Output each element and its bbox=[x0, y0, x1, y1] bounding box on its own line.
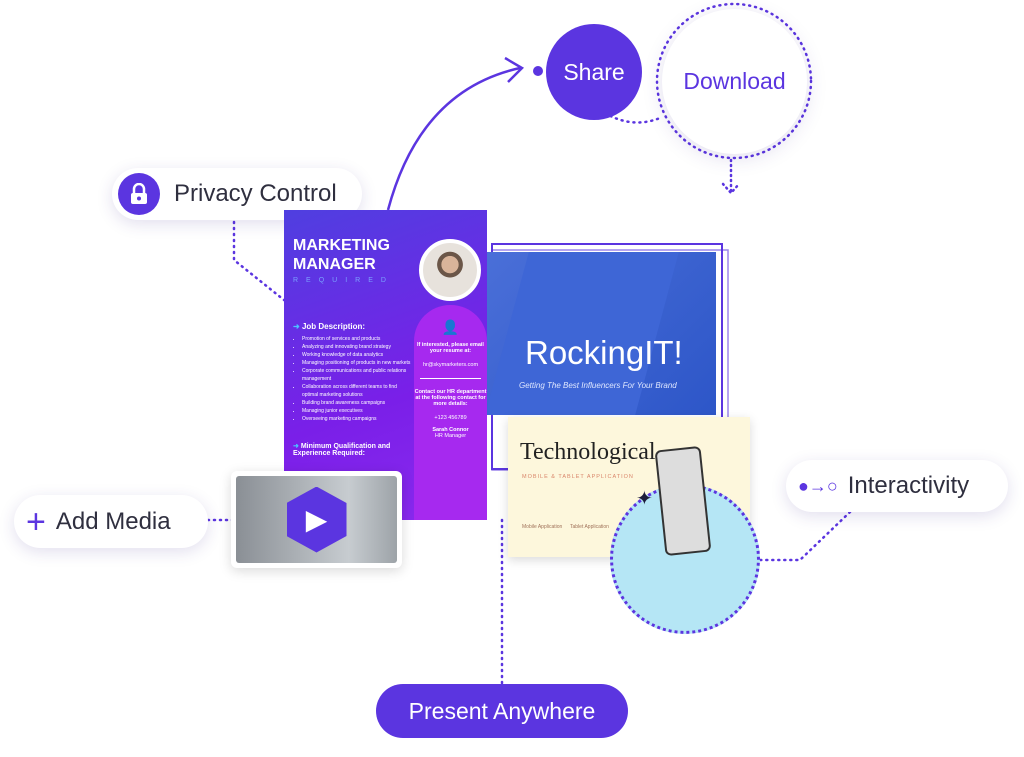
privacy-label: Privacy Control bbox=[174, 180, 337, 207]
present-label: Present Anywhere bbox=[408, 697, 596, 724]
video-thumbnail[interactable]: ▶ bbox=[231, 471, 402, 568]
add-media-label: Add Media bbox=[55, 507, 171, 535]
lock-icon bbox=[118, 173, 160, 215]
slide-subtitle: Getting The Best Influencers For Your Br… bbox=[519, 381, 677, 390]
tablet-label: Tablet Application bbox=[570, 524, 609, 530]
avatar bbox=[419, 239, 481, 301]
play-icon[interactable]: ▶ bbox=[286, 486, 347, 553]
slide-title: RockingIT! bbox=[525, 334, 683, 371]
sparkle-icon: ✦ bbox=[636, 488, 653, 510]
mobile-label: Mobile Application bbox=[522, 524, 563, 530]
tech-subtitle: MOBILE & TABLET APPLICATION bbox=[522, 474, 634, 480]
present-anywhere-button[interactable]: Present Anywhere bbox=[376, 684, 628, 738]
share-button[interactable]: Share bbox=[546, 24, 642, 120]
qual-heading: ➜ Minimum Qualification and Experience R… bbox=[293, 443, 391, 457]
interactivity-button[interactable]: ●→○ Interactivity bbox=[786, 460, 1008, 512]
user-icon: 👤 bbox=[441, 319, 460, 335]
share-label: Share bbox=[563, 58, 625, 85]
contact-panel: 👤 If interested, please email your resum… bbox=[414, 305, 487, 520]
plus-icon: + bbox=[26, 502, 46, 541]
interactivity-icon: ●→○ bbox=[798, 475, 838, 496]
tech-title: Technological bbox=[520, 439, 656, 465]
job-list: Promotion of services and productsAnalyz… bbox=[298, 335, 413, 423]
job-heading: ➜ Job Description: bbox=[293, 322, 366, 331]
download-button[interactable]: Download bbox=[662, 9, 807, 154]
rockingit-slide: RockingIT! Getting The Best Influencers … bbox=[487, 252, 716, 415]
add-media-button[interactable]: + Add Media bbox=[14, 495, 208, 548]
required-label: REQUIRED bbox=[293, 277, 394, 284]
interactivity-label: Interactivity bbox=[847, 472, 970, 499]
privacy-control-button[interactable]: Privacy Control bbox=[112, 168, 362, 220]
download-label: Download bbox=[683, 68, 786, 94]
